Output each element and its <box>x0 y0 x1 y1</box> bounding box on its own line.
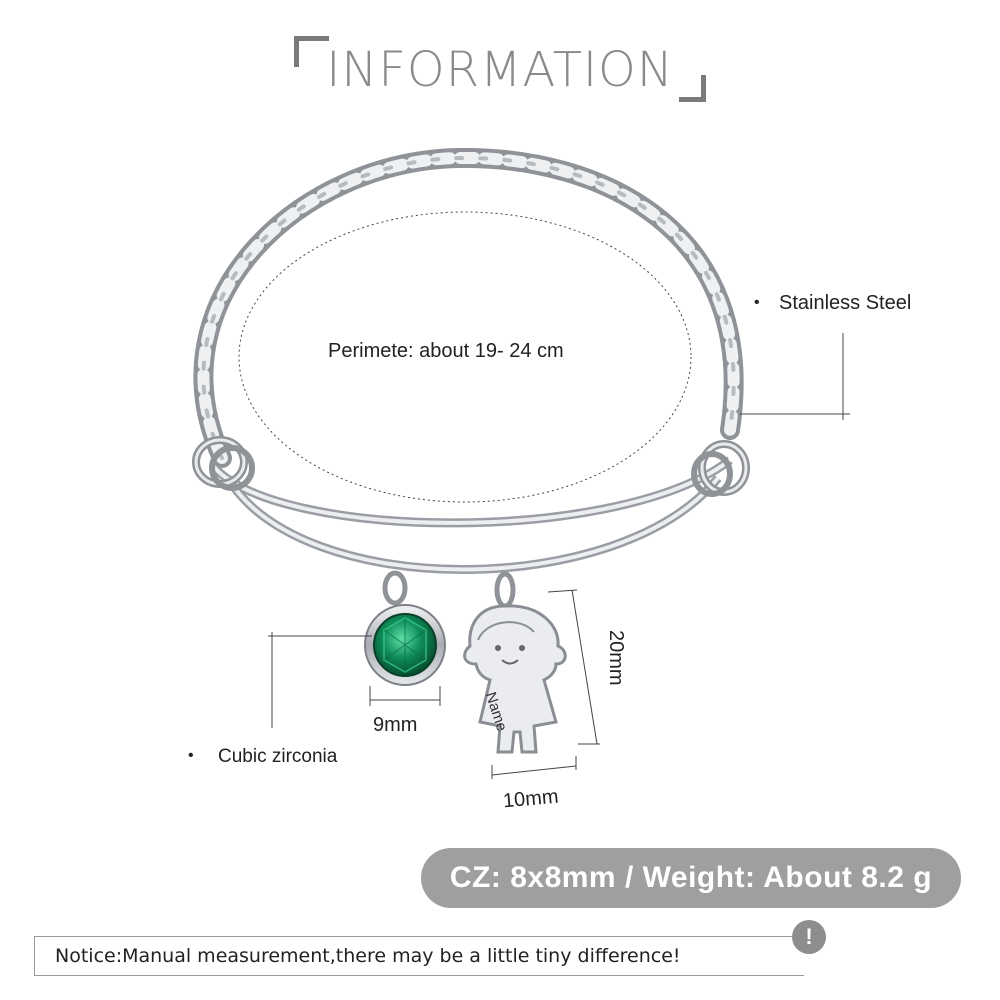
bullet-dot: • <box>188 747 194 764</box>
title-text: INFORMATION <box>326 42 674 98</box>
material-label: Stainless Steel <box>779 292 912 314</box>
child-charm <box>463 571 567 754</box>
coil-right <box>691 440 750 497</box>
stone-label: Cubic zirconia <box>218 746 338 767</box>
title-bracket-bottom-right <box>679 75 706 102</box>
annotation-lines <box>268 333 850 779</box>
notice-box: Notice:Manual measurement,there may be a… <box>34 936 804 976</box>
section-title: INFORMATION <box>290 36 710 102</box>
birthstone-charm <box>364 570 446 686</box>
charm-height-label: 20mm <box>605 630 627 686</box>
coil-left <box>192 436 255 491</box>
charm-width-label: 10mm <box>502 785 560 813</box>
perimeter-label: Perimete: about 19- 24 cm <box>328 340 564 362</box>
bangle-wires <box>211 456 733 574</box>
specs-badge: CZ: 8x8mm / Weight: About 8.2 g <box>421 848 961 908</box>
bullet-dot: • <box>754 294 760 311</box>
stone-size-label: 9mm <box>373 714 418 736</box>
title-bracket-top-left <box>294 36 329 67</box>
notice-text: Notice:Manual measurement,there may be a… <box>55 945 681 967</box>
perimeter-outline <box>238 211 692 503</box>
exclamation-icon: ! <box>792 920 826 954</box>
twisted-wire <box>193 147 744 468</box>
